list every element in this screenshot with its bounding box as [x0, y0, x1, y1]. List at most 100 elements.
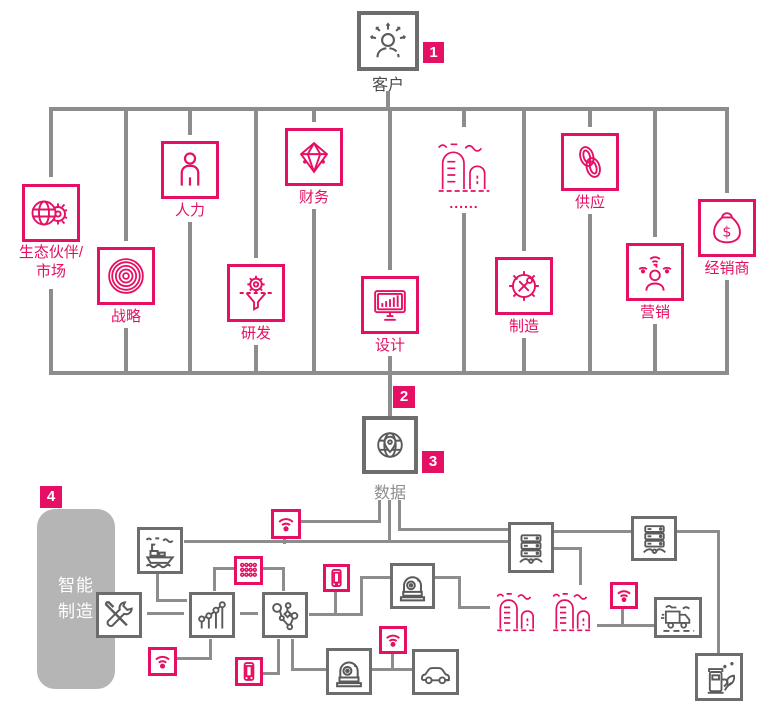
connector — [725, 107, 729, 193]
machine-node-2 — [326, 648, 372, 695]
connector — [188, 222, 192, 375]
car-node — [412, 649, 459, 695]
node-ecosystem-market — [22, 184, 80, 242]
connector — [717, 530, 720, 653]
wifi-icon — [274, 512, 298, 536]
connector — [388, 500, 391, 543]
customer-node — [357, 11, 419, 71]
badge-3: 3 — [422, 451, 444, 473]
wifi-node-right — [610, 582, 638, 609]
node-manufacturing-label: 制造 — [508, 318, 539, 335]
connector — [388, 107, 392, 270]
node-other-factory — [432, 133, 496, 197]
node-finance-label: 财务 — [298, 189, 329, 206]
connector — [301, 520, 381, 523]
connector — [597, 624, 654, 627]
connector — [554, 547, 582, 550]
gear-funnel-icon — [233, 270, 279, 316]
connector — [49, 107, 53, 177]
badge-2: 2 — [393, 386, 415, 408]
money-bag-icon: $ — [704, 205, 750, 251]
node-manufacturing — [495, 257, 553, 315]
connector — [579, 547, 582, 585]
node-strategy — [97, 247, 155, 305]
tools-node — [96, 592, 142, 638]
connector — [282, 567, 285, 591]
trend-chart-node — [189, 592, 235, 638]
connector — [209, 639, 212, 660]
wifi-node-top — [271, 509, 301, 539]
gear-tools-icon — [501, 263, 547, 309]
connector — [360, 576, 390, 579]
server-icon — [636, 520, 673, 557]
connector — [156, 599, 187, 602]
node-hr-label: 人力 — [174, 202, 205, 219]
tools-icon — [100, 596, 138, 634]
node-strategy-label: 战略 — [110, 308, 141, 325]
connector — [522, 338, 526, 375]
data-node-label: 数据 — [373, 485, 406, 502]
badge-4: 4 — [40, 486, 62, 508]
svg-text:$: $ — [722, 225, 731, 241]
connector — [263, 567, 285, 570]
node-dealer-label: 经销商 — [704, 260, 750, 277]
connector — [653, 324, 657, 375]
machine-vision-icon — [394, 568, 431, 605]
concentric-circles-icon — [103, 253, 149, 299]
node-other-factory-label: ...... — [449, 195, 479, 211]
app-grid-node — [234, 556, 263, 585]
connector — [360, 576, 363, 616]
connector — [312, 107, 316, 122]
node-finance — [285, 128, 343, 186]
node-hr — [161, 141, 219, 199]
connector — [458, 576, 461, 609]
connector — [124, 328, 128, 375]
node-rnd — [227, 264, 285, 322]
truck-node — [654, 597, 702, 638]
connector — [49, 289, 53, 375]
wifi-node-left — [148, 647, 177, 676]
wifi-icon — [151, 650, 174, 673]
app-grid-icon — [238, 560, 259, 581]
connector — [462, 213, 466, 375]
connector — [254, 107, 258, 258]
node-ecosystem-market-label: 生态伙伴/ 市场 — [18, 244, 84, 280]
connector — [435, 576, 461, 579]
connector — [400, 528, 508, 531]
server-node-2 — [631, 516, 677, 561]
network-nodes-icon — [266, 596, 304, 634]
connector — [391, 654, 394, 670]
connector — [277, 639, 280, 675]
smartphone-node-1 — [323, 564, 350, 592]
connector — [124, 107, 128, 241]
factory-icon — [432, 133, 496, 197]
globe-pin-icon — [369, 424, 411, 466]
node-dealer: $ — [698, 199, 756, 257]
chain-links-icon — [568, 140, 612, 184]
connector — [462, 107, 466, 127]
connector — [554, 530, 631, 533]
car-icon — [416, 653, 455, 691]
connector — [184, 540, 508, 543]
connector — [522, 107, 526, 251]
server-icon — [512, 527, 550, 569]
machine-vision-icon — [330, 653, 368, 691]
person-broadcast-icon — [632, 249, 678, 295]
network-node — [262, 592, 308, 638]
node-design — [361, 276, 419, 334]
smartphone-node-2 — [235, 657, 263, 686]
connector — [312, 209, 316, 375]
diamond-icon — [291, 134, 337, 180]
connector — [621, 608, 624, 627]
smartphone-icon — [326, 567, 347, 589]
ev-charger-node — [695, 653, 743, 701]
wifi-icon — [613, 585, 635, 606]
connector — [213, 567, 234, 570]
connector — [386, 91, 390, 107]
connector — [725, 280, 729, 375]
data-node — [362, 416, 418, 474]
node-rnd-label: 研发 — [240, 325, 271, 342]
ship-node — [137, 527, 183, 574]
node-supply — [561, 133, 619, 191]
node-design-label: 设计 — [374, 337, 405, 354]
